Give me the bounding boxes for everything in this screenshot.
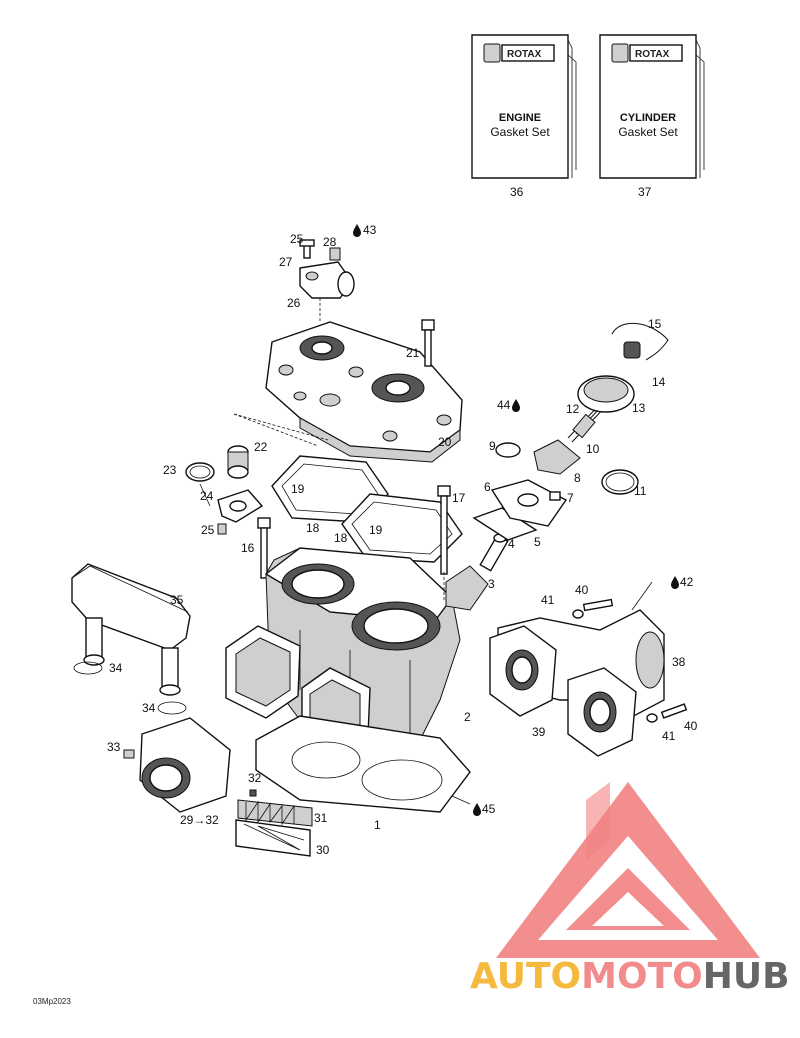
callout-26: 26 (287, 296, 301, 310)
callout-19a: 19 (291, 482, 305, 496)
callout-2: 2 (464, 710, 471, 724)
water-reservoir (71, 563, 191, 715)
rave-valve-assembly (445, 322, 669, 611)
watermark-wordmark: AUTOMOTOHUB (470, 956, 790, 997)
callout-11: 11 (634, 484, 647, 498)
cylinder-gasket-kit: ROTAX CYLINDER Gasket Set 37 (599, 34, 705, 199)
callout-9: 9 (489, 439, 496, 453)
callout-37: 37 (638, 185, 652, 199)
callouts: 1 2 3 4 5 6 7 8 9 10 11 12 13 14 15 16 1… (107, 223, 698, 857)
callout-41b: 41 (662, 729, 676, 743)
callout-30: 30 (316, 843, 330, 857)
exhaust-manifold (489, 598, 688, 757)
callout-39: 39 (532, 725, 546, 739)
callout-18a: 18 (306, 521, 320, 535)
callout-3: 3 (488, 577, 495, 591)
callout-24: 24 (200, 489, 214, 503)
callout-34b: 34 (142, 701, 156, 715)
thermostat-parts (185, 445, 264, 535)
callout-7: 7 (567, 491, 574, 505)
callout-12: 12 (566, 402, 580, 416)
engine-kit-title: ENGINE (499, 112, 541, 124)
callout-34a: 34 (109, 661, 123, 675)
cylinder-base-gasket (255, 715, 471, 813)
callout-13: 13 (632, 401, 646, 415)
callout-40b: 40 (684, 719, 698, 733)
callout-25a: 25 (290, 232, 304, 246)
cylinder-kit-subtitle: Gasket Set (618, 125, 678, 139)
callout-18b: 18 (334, 531, 348, 545)
watermark-part-1: AUTO (470, 956, 581, 997)
watermark-logo (496, 782, 760, 958)
cylinder-kit-brand: ROTAX (635, 49, 670, 60)
callout-10: 10 (586, 442, 600, 456)
lubricant-drop-icons (353, 224, 679, 816)
callout-33: 33 (107, 740, 121, 754)
callout-36: 36 (510, 185, 524, 199)
drop-icon-44 (512, 399, 520, 412)
head-bolt (421, 319, 435, 367)
callout-27: 27 (279, 255, 293, 269)
callout-22: 22 (254, 440, 268, 454)
callout-19b: 19 (369, 523, 383, 537)
drop-icon-43 (353, 224, 361, 237)
drop-icon-45 (473, 803, 481, 816)
callout-42: 42 (680, 575, 694, 589)
callout-17: 17 (452, 491, 466, 505)
callout-28: 28 (323, 235, 337, 249)
callout-35: 35 (170, 593, 184, 607)
engine-gasket-kit: ROTAX ENGINE Gasket Set 36 (471, 34, 577, 199)
callout-15: 15 (648, 317, 662, 331)
thermostat-housing (299, 239, 355, 299)
cylinder-kit-title: CYLINDER (620, 112, 676, 124)
engine-kit-subtitle: Gasket Set (490, 125, 550, 139)
callout-23: 23 (163, 463, 177, 477)
callout-29: 29→32 (180, 813, 219, 827)
figure-reference-code: 03Mp2023 (33, 997, 71, 1006)
callout-8: 8 (574, 471, 581, 485)
callout-14: 14 (652, 375, 666, 389)
callout-5: 5 (534, 535, 541, 549)
callout-44: 44 (497, 398, 511, 412)
callout-4: 4 (508, 537, 515, 551)
callout-6: 6 (484, 480, 491, 494)
drop-icon-42 (671, 576, 679, 589)
engine-kit-brand: ROTAX (507, 49, 542, 60)
callout-20: 20 (438, 435, 452, 449)
head-o-rings (271, 455, 463, 563)
watermark-part-2: MOTO (581, 956, 703, 997)
callout-45: 45 (482, 802, 496, 816)
callout-1: 1 (374, 818, 381, 832)
callout-38: 38 (672, 655, 686, 669)
callout-43: 43 (363, 223, 377, 237)
callout-25b: 25 (201, 523, 215, 537)
callout-21: 21 (406, 346, 420, 360)
watermark-part-3: HUB (703, 956, 790, 997)
reed-petals (235, 789, 313, 857)
cylinder-head (265, 321, 463, 463)
svg-text:AUTOMOTOHUB: AUTOMOTOHUB (470, 956, 790, 997)
leader-lines (199, 298, 653, 805)
callout-31: 31 (314, 811, 328, 825)
callout-32: 32 (248, 771, 262, 785)
callout-40a: 40 (575, 583, 589, 597)
callout-16: 16 (241, 541, 255, 555)
callout-41a: 41 (541, 593, 555, 607)
carburetor-adapter (123, 717, 231, 813)
